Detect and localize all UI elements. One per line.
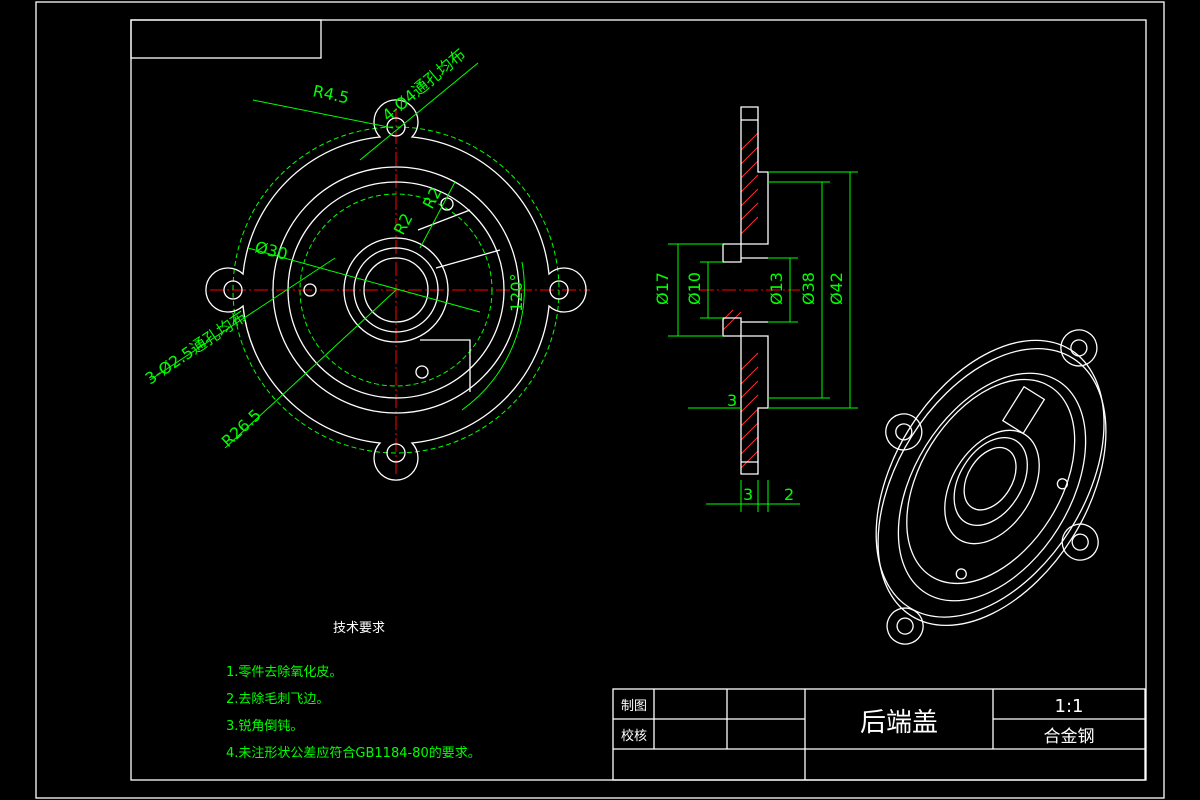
iso-lug-hole-2 [1071,533,1089,551]
dim-holes3: 3-Ø2.5通孔均布 [142,307,250,389]
section-hatching [722,132,759,469]
leader-holes3 [149,257,336,381]
hub-mid [353,247,439,333]
dim-d30: Ø30 [253,237,290,263]
drawn-label: 制图 [621,699,647,714]
small-hole-bottom [415,365,429,379]
tech-item-2: 2.去除毛刺飞边。 [226,692,329,707]
dim-t3b: 3 [743,485,753,504]
check-label: 校核 [621,728,647,744]
rib-lower [420,339,471,392]
iso-small-hole-1 [955,568,967,580]
dim-d10: Ø10 [685,272,704,305]
leader-r265 [224,289,397,449]
leader-r45 [252,99,394,129]
side-view: Ø17 Ø10 Ø13 Ø38 Ø42 3 3 2 [653,106,858,512]
tech-title: 技术要求 [333,621,385,636]
dim-t3a: 3 [727,391,737,410]
iso-rib [1001,385,1046,435]
leader-r2 [419,181,456,249]
bolt-pitch-circle [232,126,560,454]
hub-outer [343,237,449,343]
part-name: 后端盖 [860,708,938,738]
iso-lug-hole-4 [1070,339,1088,357]
drawing-number-box [130,19,322,59]
tech-item-1: 1.零件去除氧化皮。 [226,665,342,680]
dim-r265: R26.5 [218,405,265,451]
flange-outline [205,99,587,481]
tech-item-4: 4.未注形状公差应符合GB1184-80的要求。 [226,745,481,761]
front-view: R4.5 4-Ø4通孔均布 R2 R2 Ø30 3-Ø2.5通孔均布 R26.5… [142,44,590,481]
material-value: 合金钢 [1044,727,1095,747]
bolt-hole-bottom [386,443,406,463]
side-dim-lines [668,171,858,512]
iso-lug-hole-1 [895,423,913,441]
iso-flange-back [875,339,1105,618]
dim-d38: Ø38 [799,272,818,305]
iso-lug-hole-3 [896,617,914,635]
iso-hub-outer [944,429,1040,545]
iso-lug-1 [885,413,923,451]
iso-small-hole-2 [1056,478,1069,490]
iso-hub-mid [953,436,1028,527]
iso-flange-front [877,347,1107,627]
title-block-border [612,688,1146,781]
dim-d17: Ø17 [653,272,672,305]
tech-requirements: 技术要求 1.零件去除氧化皮。 2.去除毛刺飞边。 3.锐角倒钝。 4.未注形状… [226,621,481,761]
angle-arc [461,261,525,411]
dim-hole4: 4-Ø4通孔均布 [378,44,469,125]
iso-lug-4 [1060,329,1098,367]
tech-item-3: 3.锐角倒钝。 [226,719,303,734]
scale-value: 1:1 [1055,696,1084,717]
ring-mid [287,181,505,399]
isometric-view [875,329,1107,645]
leader-hole4 [359,62,479,161]
iso-ring-2 [906,378,1076,585]
inner-pitch-circle [299,193,493,387]
rib-slot [417,209,501,269]
ring-outer [272,166,520,414]
bolt-hole-left [223,280,243,300]
title-block: 制图 校核 后端盖 1:1 合金钢 [612,688,1146,781]
bolt-hole-right [549,280,569,300]
dim-r45: R4.5 [311,81,351,107]
leader-d30 [247,247,481,313]
dim-t2: 2 [784,485,794,504]
dim-angle: 120° [507,273,526,312]
iso-lug-2 [1061,523,1099,561]
iso-bore [963,446,1017,511]
dim-d42: Ø42 [827,272,846,305]
small-hole-left [303,283,317,297]
outer-frame [35,1,1165,799]
dim-d13: Ø13 [767,272,786,305]
iso-lug-3 [886,607,924,645]
dim-r2: R2 [390,210,417,238]
hub-bore [363,257,429,323]
iso-ring-1 [897,372,1087,602]
